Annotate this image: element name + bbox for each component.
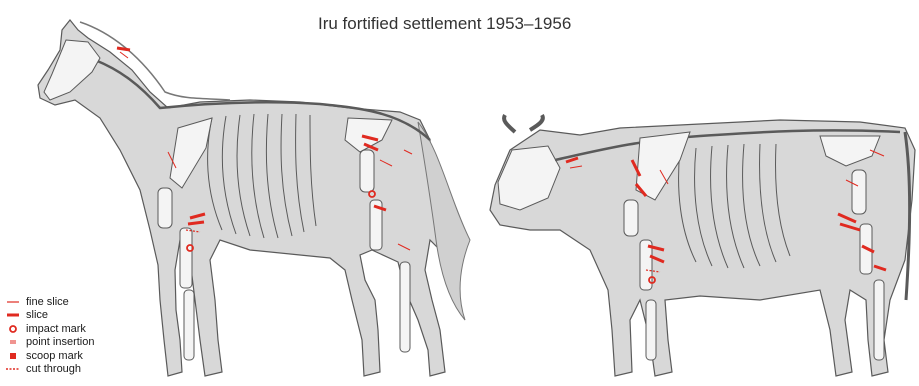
legend-item-cut-through: cut through bbox=[6, 363, 95, 377]
thin-line-icon bbox=[6, 297, 20, 307]
legend-item-scoop-mark: scoop mark bbox=[6, 349, 95, 363]
legend-item-fine-slice: fine slice bbox=[6, 295, 95, 309]
dots-icon bbox=[6, 337, 20, 347]
legend-label: impact mark bbox=[26, 323, 86, 335]
legend-item-impact-mark: impact mark bbox=[6, 322, 95, 336]
legend-label: slice bbox=[26, 309, 48, 321]
legend: fine slice slice impact mark point inser… bbox=[6, 295, 95, 376]
horse-silhouette bbox=[38, 20, 470, 376]
legend-label: point insertion bbox=[26, 336, 95, 348]
legend-label: fine slice bbox=[26, 296, 69, 308]
cow-horns bbox=[504, 115, 543, 132]
legend-label: cut through bbox=[26, 363, 81, 375]
thick-line-icon bbox=[6, 310, 20, 320]
legend-label: scoop mark bbox=[26, 350, 83, 362]
dashed-line-icon bbox=[6, 364, 20, 374]
legend-item-point-insertion: point insertion bbox=[6, 336, 95, 350]
legend-item-slice: slice bbox=[6, 309, 95, 323]
horse-body-outline bbox=[38, 20, 450, 376]
square-icon bbox=[6, 351, 20, 361]
cow-silhouette bbox=[490, 115, 915, 376]
circle-icon bbox=[6, 324, 20, 334]
